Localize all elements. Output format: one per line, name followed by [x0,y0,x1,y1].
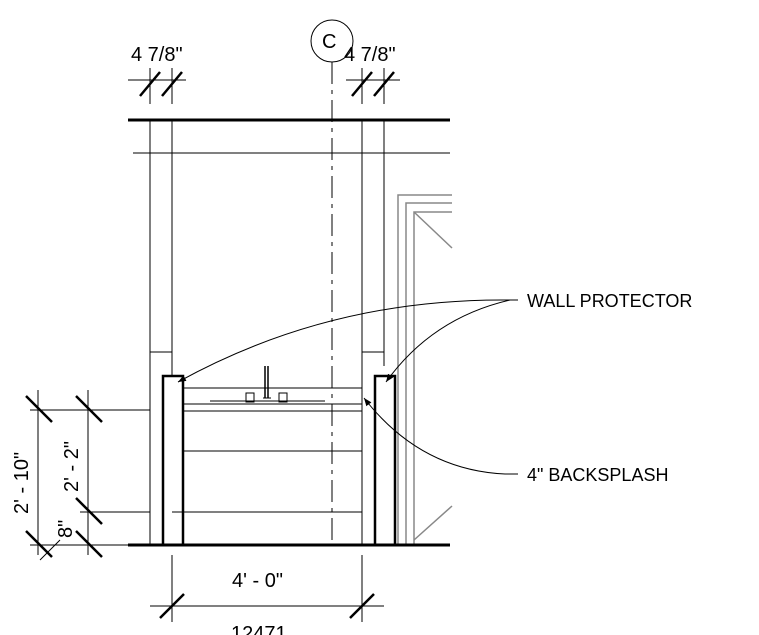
grid-bubble-label: C [322,31,336,53]
bottom-dimension [150,555,384,622]
right-column [150,120,385,366]
door-frame [397,194,453,545]
ceiling-band [128,118,450,154]
dim-height-base: 8" [55,520,77,538]
left-dimensions [25,390,150,561]
dim-top-right: 4 7/8" [344,44,396,66]
dim-height-total: 2' - 10" [11,452,33,514]
dim-height-counter: 2' - 2" [61,441,83,492]
dim-bottom-value: 12471 [231,623,287,635]
wall-protector-left [161,366,185,547]
leaders [177,299,518,475]
note-wall-protector: WALL PROTECTOR [527,291,692,311]
grid-line-c: C [310,19,354,545]
grid-bubble [310,19,354,63]
note-backsplash: 4" BACKSPLASH [527,465,668,485]
vanity [172,366,362,513]
top-dimension-right [346,68,400,104]
wall-protector-right [361,352,397,547]
dim-top-left: 4 7/8" [131,44,183,66]
top-dimension-left [128,68,186,104]
left-column [149,120,173,545]
dim-width: 4' - 0" [232,570,283,592]
